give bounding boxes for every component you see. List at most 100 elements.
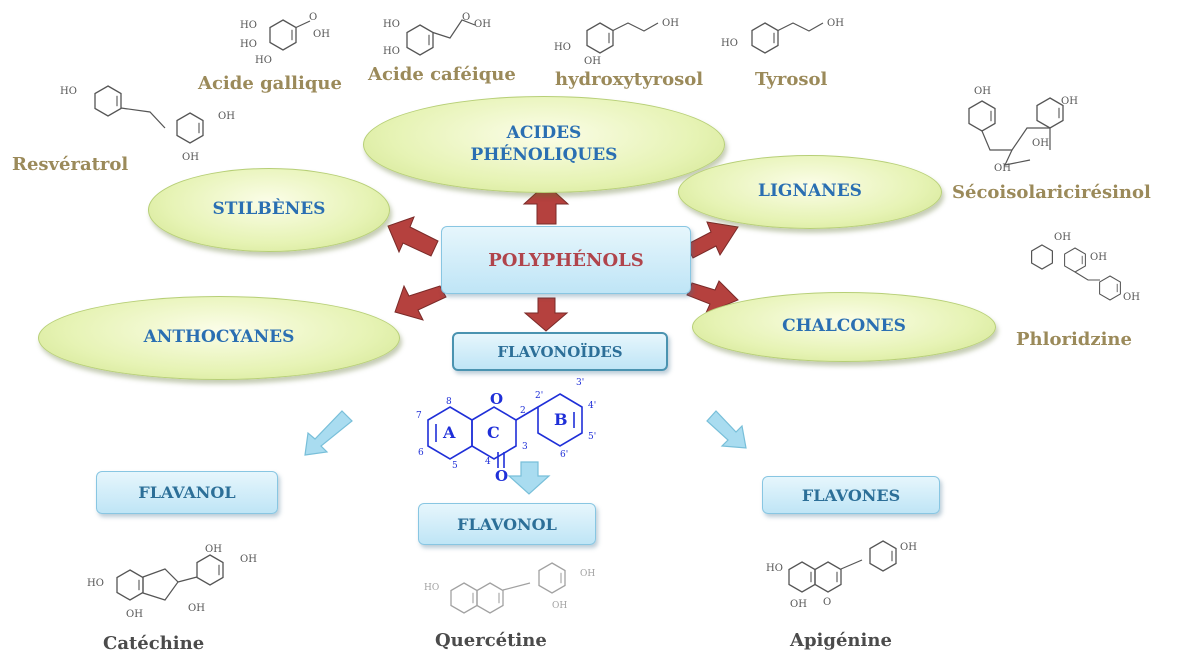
compound-quercetine: Quercétine <box>435 630 547 651</box>
arrow-up <box>522 183 570 225</box>
atom-oh: OH <box>313 29 330 40</box>
atom-oh: OH <box>1090 252 1107 263</box>
ring-label-a: A <box>442 423 456 442</box>
atom-labels-faint: HO OH OH <box>424 569 595 611</box>
atom-oh: OH <box>584 56 601 67</box>
atom-oh: OH <box>1032 138 1049 149</box>
compound-resveratrol: Resvératrol <box>12 154 129 175</box>
structure-tyrosol <box>751 22 824 54</box>
compound-tyrosol: Tyrosol <box>755 69 828 90</box>
compound-secoisolariciresinol: Sécoisolaricirésinol <box>952 182 1151 203</box>
class-lignanes: LIGNANES <box>678 155 942 229</box>
atom-ho: HO <box>424 583 439 593</box>
class-chalcones: CHALCONES <box>692 292 996 362</box>
scaffold-o-carbonyl: O <box>495 467 508 485</box>
structure-catechine <box>116 554 224 601</box>
compound-hydroxytyrosol: hydroxytyrosol <box>555 69 704 90</box>
flavonoid-scaffold <box>427 393 583 468</box>
subclass-flavones-box: FLAVONES <box>762 476 940 514</box>
compound-apigenine: Apigénine <box>790 630 892 651</box>
class-chalcones-label: CHALCONES <box>782 316 906 337</box>
class-acides-phenoliques-label: ACIDES PHÉNOLIQUES <box>470 123 618 165</box>
structure-quercetine <box>450 562 566 614</box>
class-stilbenes-label: STILBÈNES <box>212 199 326 220</box>
atom-oh: OH <box>218 111 235 122</box>
subclass-flavonol-box: FLAVONOL <box>418 503 596 545</box>
structure-acide-cafeique <box>406 19 476 56</box>
arrow-down <box>523 297 569 332</box>
pos-3p: 3' <box>576 378 584 388</box>
atom-o: O <box>823 597 831 608</box>
atom-oh: OH <box>827 18 844 29</box>
atom-ho: HO <box>240 20 257 31</box>
atom-oh: OH <box>1054 232 1071 243</box>
pos-4: 4 <box>485 457 491 467</box>
scaffold-labels: A C B O O 2 3 4 5 6 7 8 2' 3' 4' 5' 6' <box>416 378 596 485</box>
atom-ho: HO <box>554 42 571 53</box>
class-stilbenes: STILBÈNES <box>148 168 390 252</box>
arrow-to-flavanol <box>304 410 353 456</box>
atom-oh: OH <box>994 163 1011 174</box>
compound-acide-cafeique: Acide caféique <box>368 64 516 85</box>
atom-oh: OH <box>580 569 595 579</box>
atom-o: O <box>309 12 317 23</box>
arrow-to-flavonol <box>507 461 551 495</box>
structure-phloridzine <box>1030 244 1121 301</box>
structure-hydroxytyrosol <box>586 22 659 54</box>
atom-oh: OH <box>474 19 491 30</box>
pos-7: 7 <box>416 411 422 421</box>
atom-oh: OH <box>552 601 567 611</box>
class-anthocyanes-label: ANTHOCYANES <box>143 327 295 348</box>
flavonoides-label: FLAVONOÏDES <box>497 342 623 361</box>
arrow-left-upper <box>387 216 439 257</box>
pos-5p: 5' <box>588 432 596 442</box>
atom-oh: OH <box>126 609 143 620</box>
atom-oh: OH <box>662 18 679 29</box>
atom-ho: HO <box>60 86 77 97</box>
flavonol-label: FLAVONOL <box>457 514 557 534</box>
atom-ho: HO <box>721 38 738 49</box>
subclass-flavanol-box: FLAVANOL <box>96 471 278 514</box>
class-acides-phenoliques: ACIDES PHÉNOLIQUES <box>363 96 725 193</box>
arrow-to-flavones <box>706 410 747 449</box>
atom-oh: OH <box>205 544 222 555</box>
arrow-right-upper <box>685 221 739 259</box>
ring-label-b: B <box>554 410 568 429</box>
atom-oh: OH <box>188 603 205 614</box>
pos-3: 3 <box>522 442 528 452</box>
compound-phloridzine: Phloridzine <box>1016 329 1132 350</box>
pos-6: 6 <box>418 448 424 458</box>
atom-oh: OH <box>790 599 807 610</box>
atom-oh: OH <box>1061 96 1078 107</box>
center-polyphenols-box: POLYPHÉNOLS <box>441 226 691 294</box>
blue-arrows <box>304 410 747 495</box>
atom-ho: HO <box>255 55 272 66</box>
arrow-left-lower <box>394 284 447 321</box>
pos-5: 5 <box>452 461 458 471</box>
atom-ho: HO <box>766 563 783 574</box>
pos-8: 8 <box>446 397 452 407</box>
flavanol-label: FLAVANOL <box>138 483 236 502</box>
pos-4p: 4' <box>588 401 596 411</box>
atom-ho: HO <box>383 19 400 30</box>
pos-2: 2 <box>520 406 526 416</box>
atom-ho: HO <box>383 46 400 57</box>
atom-labels: HO HO HO OH O HO HO O OH HO OH OH HO OH … <box>60 12 1140 620</box>
structure-secoisolariciresinol <box>968 97 1064 166</box>
atom-ho: HO <box>240 39 257 50</box>
atom-oh: OH <box>900 542 917 553</box>
pos-6p: 6' <box>560 450 568 460</box>
compound-catechine: Catéchine <box>103 633 205 654</box>
structure-resveratrol <box>94 85 204 144</box>
flavonoides-box: FLAVONOÏDES <box>452 332 668 371</box>
class-lignanes-label: LIGNANES <box>758 181 862 202</box>
compound-acide-gallique: Acide gallique <box>198 73 342 94</box>
atom-oh: OH <box>974 86 991 97</box>
atom-oh: OH <box>182 152 199 163</box>
structure-apigenine <box>788 540 897 593</box>
pos-2p: 2' <box>535 391 543 401</box>
center-label: POLYPHÉNOLS <box>488 249 644 271</box>
atom-o: O <box>462 12 470 23</box>
class-anthocyanes: ANTHOCYANES <box>38 296 400 380</box>
